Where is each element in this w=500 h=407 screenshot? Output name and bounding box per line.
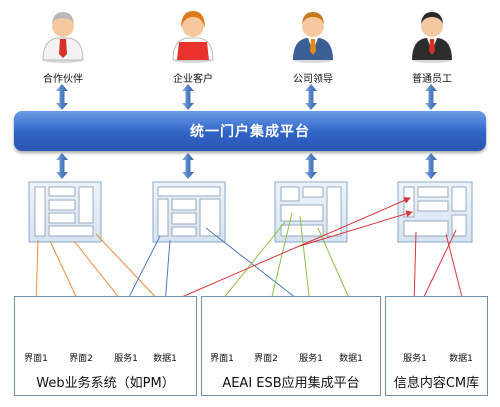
layout-frame-4 bbox=[397, 181, 473, 243]
layout-frame-3 bbox=[274, 181, 348, 243]
layout-frame-2 bbox=[152, 181, 226, 243]
component-label: 界面1 bbox=[210, 354, 234, 364]
component-label: 服务1 bbox=[114, 354, 138, 364]
enterprise-customer-user-icon bbox=[172, 11, 214, 63]
component-label: 界面2 bbox=[69, 354, 93, 364]
role-label-company-leader: 公司领导 bbox=[293, 74, 333, 85]
connectors-frame-2 bbox=[124, 227, 306, 306]
connectors-frame-3 bbox=[217, 212, 353, 306]
component-label: 界面2 bbox=[254, 354, 278, 364]
role-label-enterprise-customer: 企业客户 bbox=[173, 74, 213, 85]
company-leader-user-icon bbox=[293, 12, 333, 63]
portal-title: 统一门户集成平台 bbox=[190, 124, 310, 140]
system-title-esb: AEAI ESB应用集成平台 bbox=[222, 376, 360, 391]
layout-frame-1 bbox=[28, 181, 102, 243]
component-label: 界面1 bbox=[24, 354, 48, 364]
employee-user-icon bbox=[412, 12, 452, 63]
component-label: 服务1 bbox=[403, 354, 427, 364]
component-label: 数据1 bbox=[339, 354, 363, 364]
role-portal-arrows bbox=[56, 84, 437, 110]
component-label: 数据1 bbox=[153, 354, 177, 364]
connectors-frame-4 bbox=[167, 197, 466, 306]
component-label: 服务1 bbox=[299, 354, 323, 364]
system-title-cm: 信息内容CM库 bbox=[393, 376, 480, 391]
partner-user-icon bbox=[42, 12, 84, 63]
system-box-web: Web业务系统（如PM） bbox=[14, 296, 197, 396]
unified-portal-band: 统一门户集成平台 bbox=[14, 111, 486, 151]
connectors-frame-1 bbox=[32, 233, 164, 306]
role-label-partner: 合作伙伴 bbox=[43, 74, 83, 85]
system-title-web: Web业务系统（如PM） bbox=[36, 376, 175, 391]
portal-layout-arrows bbox=[56, 153, 437, 179]
role-label-employee: 普通员工 bbox=[412, 74, 452, 85]
system-box-esb: AEAI ESB应用集成平台 bbox=[201, 296, 381, 396]
system-box-cm: 信息内容CM库 bbox=[385, 296, 488, 396]
component-label: 数据1 bbox=[449, 354, 473, 364]
